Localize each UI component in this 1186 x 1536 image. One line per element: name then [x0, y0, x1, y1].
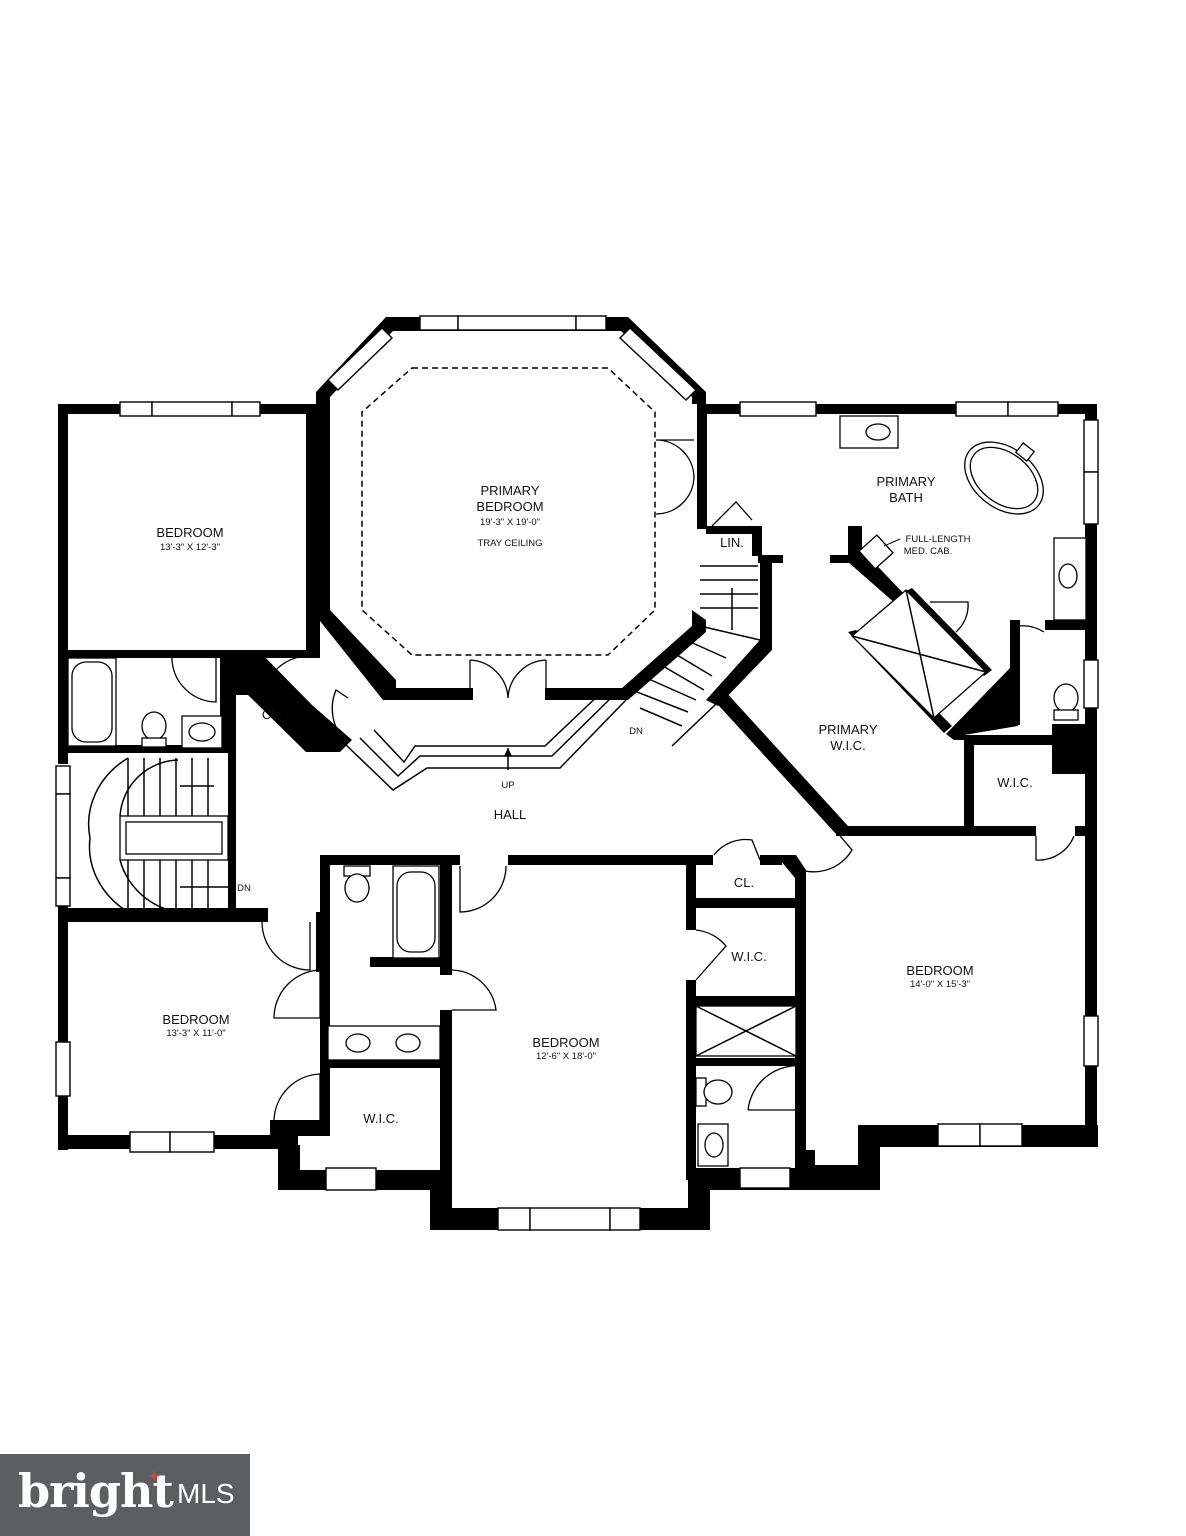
wic-center-label: W.I.C. — [731, 949, 766, 964]
med-cab-label-2: MED. CAB. — [904, 546, 953, 557]
primary-wic-name-2: W.I.C. — [830, 738, 865, 753]
closet-center-label: CL. — [734, 875, 754, 890]
primary-bedroom-dims: 19'-3" X 19'-0" — [480, 517, 540, 528]
toilet-icon — [141, 711, 167, 748]
shower-icon — [695, 1005, 797, 1057]
room-labels: BEDROOM 13'-3" X 12'-3" PRIMARY BEDROOM … — [156, 474, 1032, 1126]
bedroom-nw-name: BEDROOM — [156, 525, 223, 540]
closet-nw-label: CL. — [262, 707, 282, 722]
bedroom-nw-dims: 13'-3" X 12'-3" — [160, 542, 220, 553]
windows — [55, 315, 1099, 1231]
primary-bath-name-2: BATH — [889, 490, 923, 505]
primary-bedroom-note: TRAY CEILING — [477, 538, 542, 549]
stair-up-label: UP — [501, 780, 514, 791]
wic-east-label: W.I.C. — [997, 775, 1032, 790]
main-staircase — [344, 565, 761, 791]
primary-wic-name-1: PRIMARY — [819, 722, 878, 737]
watermark-brand: bright — [18, 1464, 174, 1518]
bedroom-sw-dims: 13'-3" X 11'-0" — [166, 1028, 225, 1039]
linen-closet-label: LIN. — [720, 535, 744, 550]
med-cab-leader — [883, 538, 901, 547]
bath-fixtures — [67, 415, 1087, 1167]
toilet-icon — [1053, 683, 1079, 721]
west-staircase — [87, 757, 234, 913]
tray-ceiling-outline — [361, 367, 656, 656]
double-vanity-icon — [327, 1025, 441, 1061]
med-cabinet-icon — [858, 534, 894, 570]
west-stair-down-label: DN — [237, 883, 251, 894]
doors — [171, 439, 1075, 1121]
toilet-icon — [695, 1077, 733, 1107]
bright-mls-watermark: bright MLS — [0, 1454, 250, 1536]
bedroom-s-dims: 12'-6" X 18'-0" — [536, 1051, 596, 1062]
exterior-walls — [58, 317, 1098, 1230]
bedroom-e-dims: 14'-0" X 15'-3" — [910, 979, 970, 990]
spark-icon — [148, 1470, 160, 1482]
hall-label: HALL — [494, 807, 527, 822]
primary-bedroom-name-2: BEDROOM — [476, 499, 543, 514]
wic-sw-label: W.I.C. — [363, 1111, 398, 1126]
watermark-suffix: MLS — [177, 1478, 235, 1509]
bedroom-s-name: BEDROOM — [532, 1035, 599, 1050]
med-cab-label-1: FULL-LENGTH — [906, 534, 971, 545]
bedroom-e-name: BEDROOM — [906, 963, 973, 978]
toilet-icon — [343, 865, 371, 903]
primary-bedroom-name-1: PRIMARY — [481, 483, 540, 498]
bedroom-sw-name: BEDROOM — [162, 1012, 229, 1027]
primary-bath-name-1: PRIMARY — [877, 474, 936, 489]
shower-icon — [851, 589, 987, 719]
stair-down-label: DN — [629, 726, 643, 737]
